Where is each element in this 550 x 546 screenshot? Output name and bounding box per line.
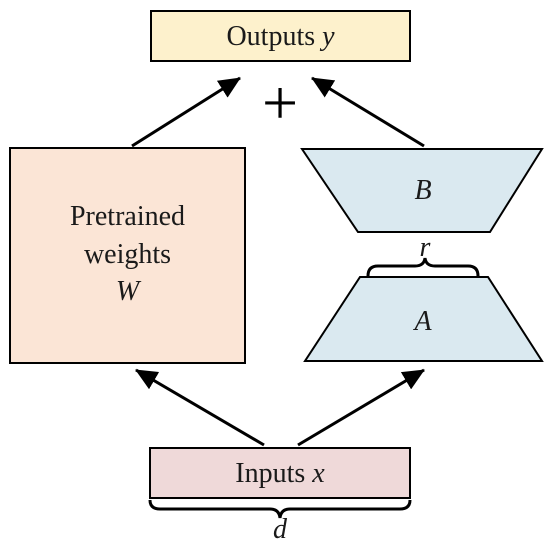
rank-brace-shape [366,257,480,277]
inputs-var: x [311,458,325,489]
outputs-label: Outputs [226,21,315,52]
arrow-inputs-to-a [297,368,425,447]
matrix-a-label: A [412,306,432,337]
matrix-b: B [300,148,544,233]
dim-label: d [273,514,288,545]
matrix-b-label: B [414,175,431,206]
rank-brace: r [366,232,480,277]
arrow-pretrained-to-outputs [131,76,241,148]
rank-label: r [420,232,431,263]
matrix-a-shape [303,276,544,362]
outputs-rect [150,10,411,62]
pretrained-rect [9,147,246,364]
pretrained-line2: weights [84,239,171,270]
matrix-a: A [303,276,544,362]
dim-brace: d [148,499,412,545]
dim-brace-shape [148,499,412,519]
inputs-label: Inputs [235,458,305,489]
pretrained-line1: Pretrained [70,201,185,232]
matrix-b-shape [300,148,544,233]
arrow-inputs-to-pretrained [135,368,265,447]
outputs-var: y [319,21,335,52]
arrow-b-to-outputs [311,76,425,148]
inputs-rect [149,447,411,499]
plus-symbol: + [262,67,298,138]
pretrained-weights-box: Pretrained weights W [9,147,246,364]
pretrained-var: W [116,276,142,307]
